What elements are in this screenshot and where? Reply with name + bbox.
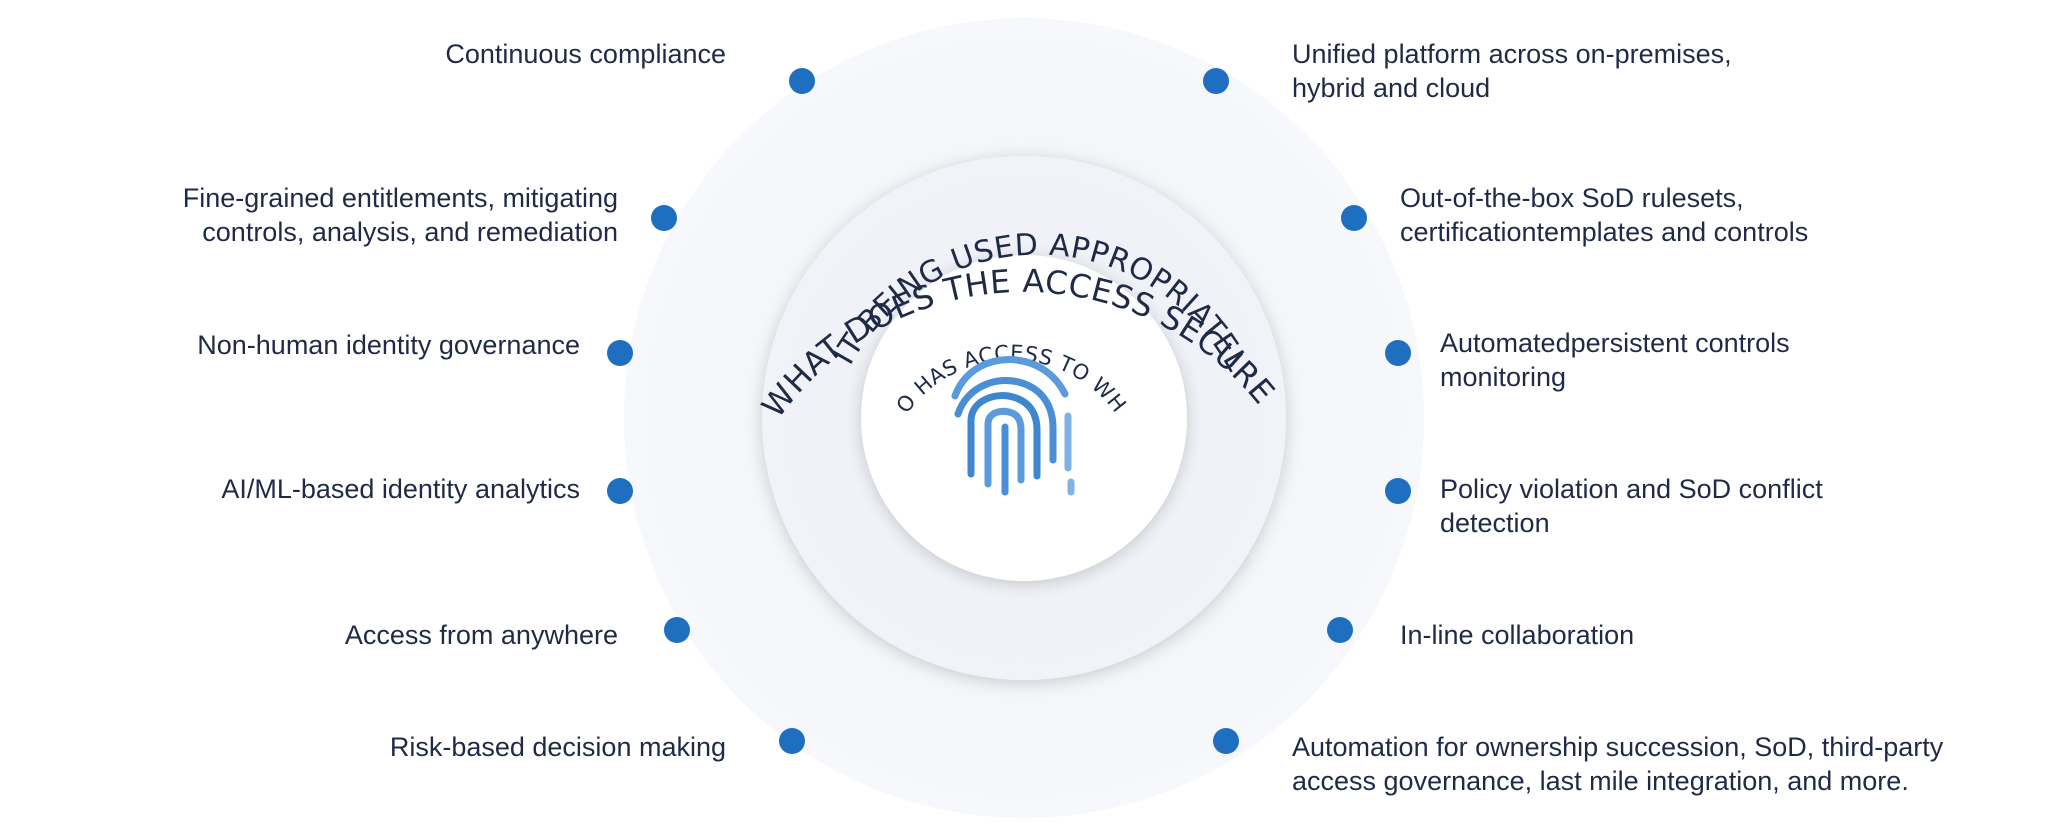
bullet-dot-left-2 [651,205,677,231]
left-item-5: Access from anywhere [345,618,618,652]
left-item-4-line1: AI/ML-based identity analytics [221,474,580,504]
left-item-1-line1: Continuous compliance [445,39,726,69]
right-item-2-line1: Out-of-the-box SoD rulesets, [1400,183,1744,213]
bullet-dot-right-4 [1385,478,1411,504]
left-item-6-line1: Risk-based decision making [389,732,726,762]
bullet-dot-right-1 [1203,68,1229,94]
bullet-dot-left-3 [607,340,633,366]
right-item-5-line1: In-line collaboration [1400,620,1635,650]
right-item-3-line1: Automatedpersistent controls [1440,328,1790,358]
right-item-5: In-line collaboration [1400,618,1634,652]
left-item-6: Risk-based decision making [390,730,726,764]
left-item-2: Fine-grained entitlements, mitigating co… [183,181,618,249]
left-item-1: Continuous compliance [445,37,726,71]
bullet-dot-left-5 [664,617,690,643]
right-item-1-line1: Unified platform across on-premises, [1292,39,1732,69]
right-item-1: Unified platform across on-premises, hyb… [1292,37,1732,105]
right-item-6: Automation for ownership succession, SoD… [1292,730,1943,798]
right-item-3: Automatedpersistent controls monitoring [1440,326,1790,394]
bullet-dot-right-2 [1341,205,1367,231]
left-item-4: AI/ML-based identity analytics [221,472,580,506]
right-item-1-line2: hybrid and cloud [1292,73,1491,103]
bullet-dot-right-6 [1213,728,1239,754]
left-item-5-line1: Access from anywhere [344,620,618,650]
left-item-3: Non-human identity governance [197,328,580,362]
fingerprint-icon [951,356,1075,496]
bullet-dot-right-5 [1327,617,1353,643]
right-item-6-line1: Automation for ownership succession, SoD… [1292,732,1944,762]
right-item-2-line2: certificationtemplates and controls [1400,217,1809,247]
right-item-6-line2: access governance, last mile integration… [1292,766,1909,796]
right-item-4: Policy violation and SoD conflict detect… [1440,472,1823,540]
bullet-dot-left-4 [607,478,633,504]
bullet-dot-left-1 [789,68,815,94]
left-item-2-line1: Fine-grained entitlements, mitigating [182,183,618,213]
bullet-dot-right-3 [1385,340,1411,366]
left-item-3-line1: Non-human identity governance [197,330,580,360]
right-item-3-line2: monitoring [1440,362,1567,392]
right-item-4-line1: Policy violation and SoD conflict [1440,474,1823,504]
left-item-2-line2: controls, analysis, and remediation [202,217,618,247]
right-item-4-line2: detection [1440,508,1550,538]
bullet-dot-left-6 [779,728,805,754]
inner-circle [861,255,1187,581]
right-item-2: Out-of-the-box SoD rulesets, certificati… [1400,181,1808,249]
